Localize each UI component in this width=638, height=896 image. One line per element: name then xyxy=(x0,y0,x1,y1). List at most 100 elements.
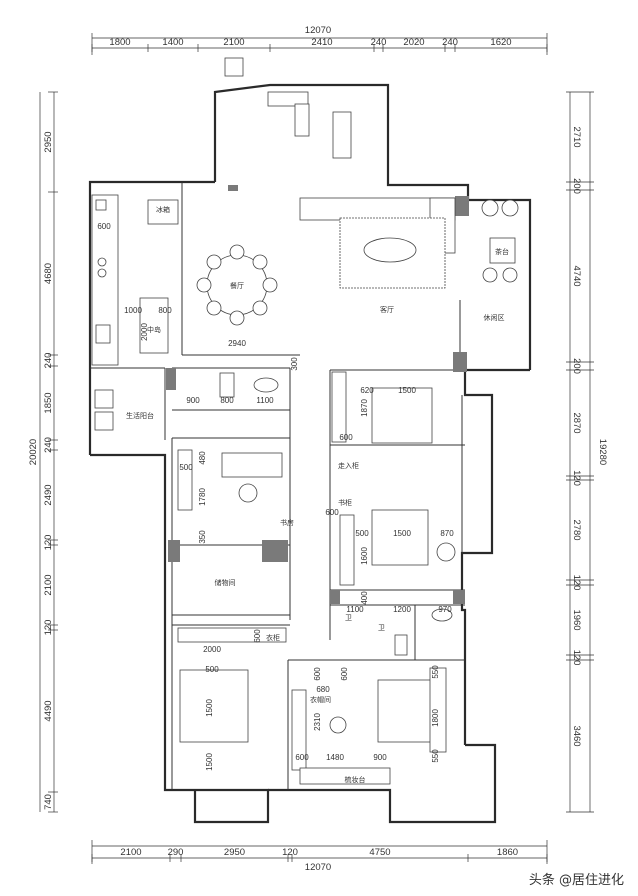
interior-dim: 1500 xyxy=(393,529,411,538)
wardrobe-label: 衣柜 xyxy=(266,633,280,642)
top-segment-dim: 2410 xyxy=(311,37,332,48)
left-segment-dim: 740 xyxy=(43,794,54,810)
bathrooms xyxy=(219,372,453,656)
top-segment-dim: 1620 xyxy=(490,37,511,48)
left-segment-dim: 2490 xyxy=(43,484,54,505)
right-total-dim: 19280 xyxy=(597,439,608,465)
storage-label: 储物间 xyxy=(215,578,236,587)
balcony-label: 休闲区 xyxy=(484,313,505,322)
top-segment-dim: 2100 xyxy=(223,37,244,48)
interior-dim: 2000 xyxy=(140,323,149,341)
interior-dim: 900 xyxy=(373,753,387,762)
interior-dim: 1500 xyxy=(205,699,214,717)
interior-dim: 1100 xyxy=(346,605,364,614)
interior-dim: 2940 xyxy=(228,339,246,348)
left-segment-dim: 120 xyxy=(43,620,54,636)
interior-dim: 1500 xyxy=(205,753,214,771)
interior-dim: 550 xyxy=(431,665,440,679)
toilet2-label: 卫 xyxy=(378,624,385,632)
interior-walls xyxy=(90,182,465,790)
interior-dim: 350 xyxy=(198,530,207,544)
right-segment-dim: 2870 xyxy=(571,412,582,433)
interior-dim: 600 xyxy=(253,629,262,643)
interior-dim: 900 xyxy=(186,396,200,405)
interior-dim: 500 xyxy=(205,665,219,674)
left-dimensions: 20020 2950468024018502402490120210012044… xyxy=(28,91,58,813)
tea-area xyxy=(481,199,519,283)
kitchen-counter xyxy=(91,194,179,366)
left-segment-dim: 120 xyxy=(43,535,54,551)
laundry xyxy=(94,389,114,431)
right-segment-dim: 1960 xyxy=(571,609,582,630)
interior-dim: 2000 xyxy=(203,645,221,654)
interior-dim: 600 xyxy=(340,667,349,681)
bookcase-label: 书柜 xyxy=(338,498,352,507)
interior-dim: 600 xyxy=(325,508,339,517)
interior-dim: 400 xyxy=(360,591,369,605)
laundry-label: 生活阳台 xyxy=(126,411,154,420)
bedroom-1-bed xyxy=(331,371,433,444)
interior-dim: 500 xyxy=(179,463,193,472)
interior-dim: 300 xyxy=(290,357,299,371)
bottom-segment-dim: 120 xyxy=(282,847,298,858)
top-segment-dim: 1400 xyxy=(162,37,183,48)
dining-label: 餐厅 xyxy=(230,281,244,290)
interior-dim: 800 xyxy=(220,396,234,405)
living-label: 客厅 xyxy=(380,305,394,314)
bottom-segment-dim: 1860 xyxy=(497,847,518,858)
walkin-label: 走入柜 xyxy=(338,461,359,470)
interior-dim: 550 xyxy=(431,749,440,763)
closet-label: 衣帽间 xyxy=(310,695,331,704)
interior-dim: 480 xyxy=(198,451,207,465)
tea-label: 茶台 xyxy=(495,247,509,256)
interior-dim: 1100 xyxy=(256,396,274,405)
master-bed xyxy=(291,667,447,785)
interior-dim: 1870 xyxy=(360,399,369,417)
bottom-segment-dim: 2950 xyxy=(224,847,245,858)
living-sofa xyxy=(299,197,456,289)
interior-dim: 1000 xyxy=(124,306,142,315)
right-dimensions: 19280 2710200474020028701202780120196012… xyxy=(566,91,608,813)
bedroom-2-bed xyxy=(339,509,456,586)
interior-dim: 1600 xyxy=(360,547,369,565)
right-segment-dim: 120 xyxy=(571,470,582,486)
left-segment-dim: 240 xyxy=(43,353,54,369)
right-segment-dim: 120 xyxy=(571,575,582,591)
interior-dim: 600 xyxy=(313,667,322,681)
interior-dim: 1500 xyxy=(398,386,416,395)
interior-dim: 800 xyxy=(158,306,172,315)
interior-dim: 600 xyxy=(295,753,309,762)
room-labels: 餐厅 客厅 中岛 休闲区 生活阳台 冰箱 茶台 走入柜 书柜 储物间 衣帽间 书… xyxy=(126,205,509,784)
left-segment-dim: 4490 xyxy=(43,700,54,721)
top-furniture xyxy=(224,57,352,159)
interior-dim: 1480 xyxy=(326,753,344,762)
left-segment-dim: 1850 xyxy=(43,392,54,413)
bottom-segment-dim: 4750 xyxy=(369,847,390,858)
left-segment-dim: 2950 xyxy=(43,131,54,152)
top-segment-dim: 1800 xyxy=(109,37,130,48)
right-segment-dim: 2710 xyxy=(571,126,582,147)
interior-dimensions: 600 1000 800 2000 2940 300 900 800 1100 480 500 178… xyxy=(97,222,454,771)
top-segment-dim: 2020 xyxy=(403,37,424,48)
interior-dim: 500 xyxy=(355,529,369,538)
structural-columns xyxy=(166,185,469,604)
interior-dim: 600 xyxy=(339,433,353,442)
left-segment-dim: 240 xyxy=(43,437,54,453)
interior-dim: 1800 xyxy=(431,709,440,727)
top-segment-dim: 240 xyxy=(371,37,387,48)
interior-dim: 600 xyxy=(97,222,111,231)
bedroom-3-bed xyxy=(177,627,287,743)
right-segment-dim: 200 xyxy=(571,358,582,374)
bottom-segment-dim: 2100 xyxy=(120,847,141,858)
interior-dim: 1200 xyxy=(393,605,411,614)
study-room xyxy=(177,449,283,511)
interior-dim: 1780 xyxy=(198,488,207,506)
left-total-dim: 20020 xyxy=(28,439,39,465)
fridge-label: 冰箱 xyxy=(156,205,170,214)
dresser-label: 梳妆台 xyxy=(345,775,366,784)
right-segment-dim: 120 xyxy=(571,650,582,666)
interior-dim: 870 xyxy=(440,529,454,538)
